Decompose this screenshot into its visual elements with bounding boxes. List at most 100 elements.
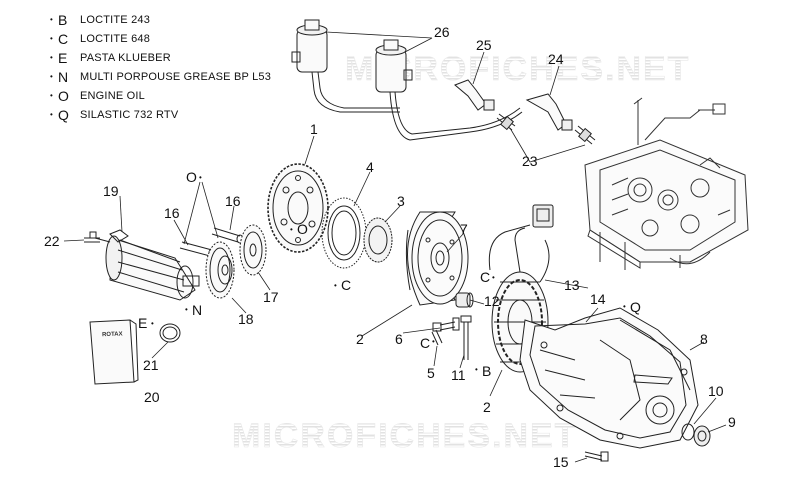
- bolt-22: [84, 231, 100, 243]
- callout-4: 4: [366, 159, 374, 175]
- lubricant-markers: O • O • C • C • C • E • N • B • Q •: [138, 169, 641, 379]
- callout-12: 12: [484, 293, 500, 309]
- callout-22: 22: [44, 233, 60, 249]
- bolt-5: [431, 322, 443, 346]
- drop-icon: •: [50, 15, 54, 24]
- gear-17: [239, 224, 267, 276]
- drop-icon: •: [185, 305, 188, 314]
- legend-row: • Q SILASTIC 732 RTV: [50, 105, 271, 124]
- callout-26: 26: [434, 24, 450, 40]
- spark-plug-cap-24: [525, 93, 573, 131]
- callout-23: 23: [522, 153, 538, 169]
- drop-icon: •: [50, 53, 54, 62]
- marker-b: B: [482, 363, 491, 379]
- callout-13: 13: [564, 277, 580, 293]
- legend-code: N: [58, 68, 69, 85]
- callout-21: 21: [143, 357, 159, 373]
- marker-c-ring: C: [341, 277, 351, 293]
- callout-3: 3: [397, 193, 405, 209]
- legend-row: • O ENGINE OIL: [50, 86, 271, 105]
- callout-15: 15: [553, 454, 569, 470]
- bearing-3: [363, 217, 393, 263]
- lubricant-legend: • B LOCTITE 243 • C LOCTITE 648 • E PASTA KLUE…: [50, 10, 271, 124]
- marker-n: N: [192, 302, 202, 318]
- legend-desc: PASTA KLUEBER: [80, 51, 171, 64]
- bolt-15: [584, 451, 609, 462]
- drop-icon: •: [475, 365, 478, 374]
- drop-icon: •: [290, 225, 293, 234]
- callout-numbers: 1 2 2 3 4 5 6 7 8 9 10 11 12 13 14 15 16…: [44, 24, 736, 470]
- callout-8: 8: [700, 331, 708, 347]
- legend-desc: MULTI PORPOUSE GREASE BP L53: [80, 70, 272, 83]
- legend-code: B: [58, 11, 68, 28]
- idler-gear-18: [205, 241, 235, 299]
- marker-e: E: [138, 315, 147, 331]
- marker-q: Q: [630, 299, 641, 315]
- legend-row: • N MULTI PORPOUSE GREASE BP L53: [50, 67, 271, 86]
- legend-code: Q: [58, 106, 70, 123]
- plug-9: [693, 425, 711, 447]
- spark-plug-left: [496, 113, 516, 131]
- ignition-coil-left: [291, 19, 400, 113]
- legend-desc: ENGINE OIL: [80, 89, 145, 102]
- legend-desc: LOCTITE 243: [80, 13, 151, 26]
- callout-24: 24: [548, 51, 564, 67]
- drop-icon: •: [199, 173, 202, 182]
- spark-plug-cap-25: [454, 79, 495, 111]
- stator-wire: [488, 224, 531, 271]
- watermark-bottom: MICROFICHES.NET: [232, 417, 577, 455]
- washer-10: [681, 423, 695, 441]
- callout-7: 7: [460, 221, 468, 237]
- callout-16: 16: [164, 205, 180, 221]
- sealant-box: [89, 319, 139, 385]
- callout-16: 16: [225, 193, 241, 209]
- legend-row: • B LOCTITE 243: [50, 10, 271, 29]
- callout-11: 11: [451, 367, 466, 383]
- legend-code: O: [58, 87, 70, 104]
- legend-code: E: [58, 49, 68, 66]
- leader-lines: [63, 31, 727, 463]
- starter-motor: [94, 229, 200, 301]
- callout-9: 9: [728, 414, 736, 430]
- callout-5: 5: [427, 365, 435, 381]
- drop-icon: •: [50, 72, 54, 81]
- bolt-11: [460, 315, 472, 360]
- callout-1: 1: [310, 121, 318, 137]
- spark-plug-right: [574, 125, 596, 145]
- legend-row: • E PASTA KLUEBER: [50, 48, 271, 67]
- drop-icon: •: [50, 34, 54, 43]
- callout-6: 6: [395, 331, 403, 347]
- callout-19: 19: [103, 183, 119, 199]
- drop-icon: •: [623, 302, 626, 311]
- callout-2: 2: [356, 331, 364, 347]
- legend-row: • C LOCTITE 648: [50, 29, 271, 48]
- marker-c-bolt: C: [420, 335, 430, 351]
- starter-gear-1: [267, 163, 329, 253]
- callout-18: 18: [238, 311, 254, 327]
- drop-icon: •: [334, 281, 337, 290]
- marker-o-gear: O: [297, 221, 308, 237]
- drop-icon: •: [151, 319, 154, 328]
- marker-c-stator: C: [480, 269, 490, 285]
- legend-desc: LOCTITE 648: [80, 32, 151, 45]
- marker-o-left: O: [186, 169, 197, 185]
- engine-cover-14: [519, 307, 699, 449]
- drop-icon: •: [492, 273, 495, 282]
- drop-icon: •: [432, 337, 435, 346]
- box-label: ROTAX: [102, 331, 123, 338]
- o-ring-21: [159, 323, 181, 343]
- callout-25: 25: [476, 37, 492, 53]
- flywheel-2: [405, 211, 469, 306]
- callout-10: 10: [708, 383, 724, 399]
- legend-code: C: [58, 30, 69, 47]
- drop-icon: •: [50, 110, 54, 119]
- callout-20: 20: [144, 389, 160, 405]
- callout-14: 14: [590, 291, 606, 307]
- legend-desc: SILASTIC 732 RTV: [80, 108, 179, 121]
- bolt-6: [439, 317, 460, 331]
- callout-2: 2: [483, 399, 491, 415]
- callout-17: 17: [263, 289, 279, 305]
- drop-icon: •: [50, 91, 54, 100]
